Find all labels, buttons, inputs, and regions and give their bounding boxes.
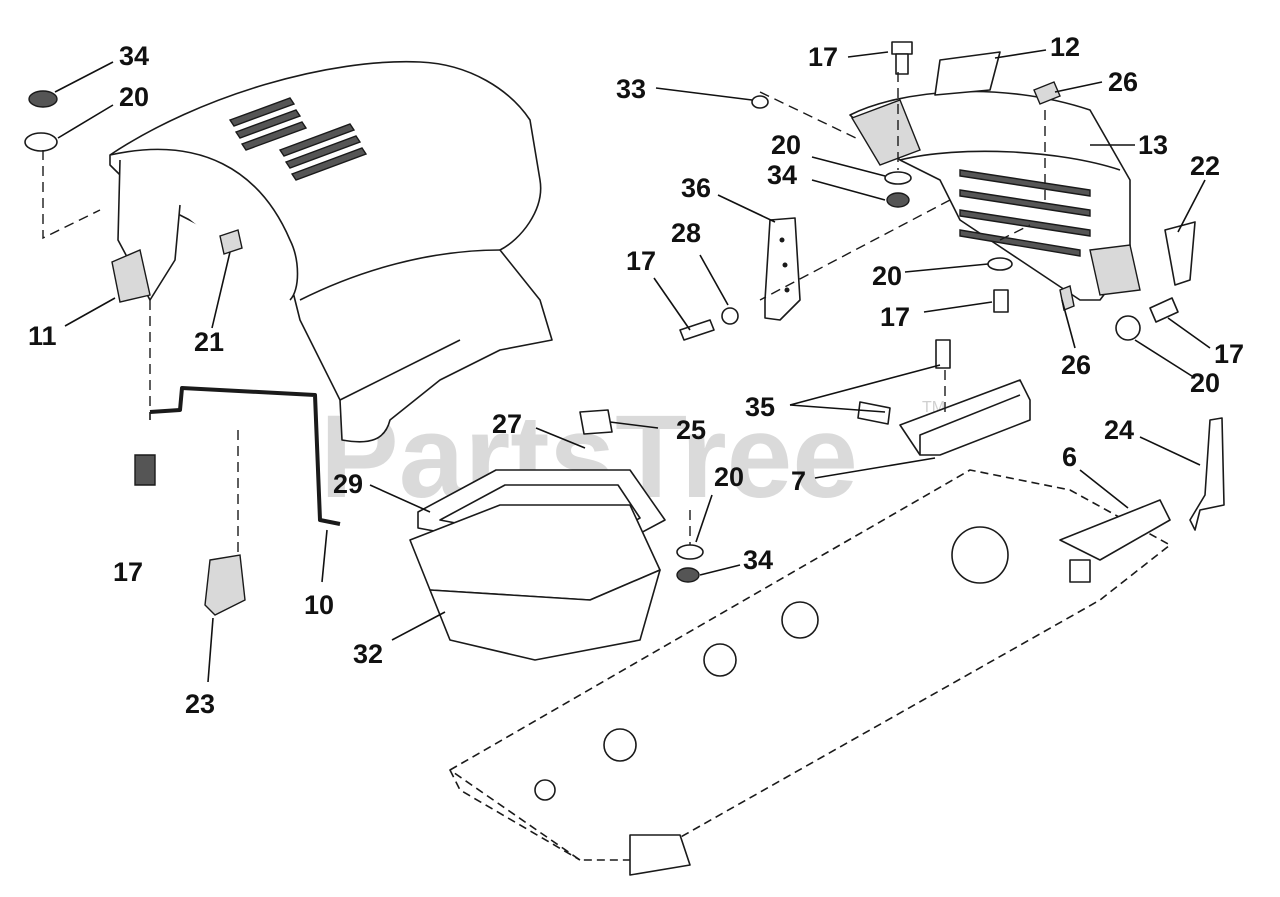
- nut-34-mid: [886, 192, 910, 208]
- nut-34-left: [28, 90, 58, 108]
- grille: [849, 51, 1196, 301]
- bracket-24: [1189, 417, 1225, 531]
- frame: [449, 469, 1171, 876]
- callout-17-right: 17: [880, 302, 910, 332]
- leader-lines: [54, 49, 1211, 683]
- callout-20-mid: 20: [771, 130, 801, 160]
- callout-27: 27: [492, 409, 522, 439]
- callout-17-far-left: 17: [626, 246, 656, 276]
- callout-17-far-right: 17: [1214, 339, 1244, 369]
- battery-box-32: [429, 569, 661, 661]
- bolt-35-horizontal: [857, 401, 891, 425]
- callout-34-mid: 34: [767, 160, 797, 190]
- callout-26-top: 26: [1108, 67, 1138, 97]
- bolt-17-top: [895, 53, 909, 75]
- clip-26-top: [1033, 81, 1061, 105]
- plate-12: [934, 51, 1001, 96]
- plate-25: [579, 409, 613, 435]
- callout-17-bottom-left: 17: [113, 557, 143, 587]
- callout-13: 13: [1138, 130, 1168, 160]
- battery-tray: [409, 409, 704, 661]
- bolt-17-far-left: [679, 319, 715, 341]
- callout-36: 36: [681, 173, 711, 203]
- washer-20-tray: [676, 544, 704, 560]
- callout-34-tray: 34: [743, 545, 773, 575]
- plug-33: [751, 95, 769, 109]
- callout-32: 32: [353, 639, 383, 669]
- grille-mount: [850, 99, 921, 166]
- callout-22: 22: [1190, 151, 1220, 181]
- bolt-17-right: [993, 289, 1009, 313]
- hood: [109, 60, 553, 443]
- bolt-17-far-right: [1149, 297, 1179, 323]
- hood-bracket-23: [204, 554, 246, 616]
- assembly-lines: [42, 72, 1046, 555]
- washer-20-left: [24, 132, 58, 152]
- callout-23: 23: [185, 689, 215, 719]
- callout-20-tray: 20: [714, 462, 744, 492]
- bracket-36: [764, 217, 801, 321]
- bolt-35-vertical: [935, 339, 951, 369]
- grille-bracket: [1089, 244, 1141, 296]
- left-hardware: [24, 90, 58, 152]
- callout-26-bottom: 26: [1061, 350, 1091, 380]
- callout-11: 11: [28, 321, 57, 351]
- nut-34-tray: [676, 567, 700, 583]
- callout-33: 33: [616, 74, 646, 104]
- plate-22: [1164, 221, 1196, 286]
- callout-29: 29: [333, 469, 363, 499]
- callout-24: 24: [1104, 415, 1134, 445]
- bracket-7: [899, 379, 1031, 456]
- clip-28: [721, 307, 739, 325]
- callout-7: 7: [791, 466, 806, 496]
- mid-hardware: [679, 41, 1179, 425]
- callout-6: 6: [1062, 442, 1077, 472]
- callout-17-top: 17: [808, 42, 838, 72]
- callout-labels: 34 20 11 21 17 23 10 17 12 33 26 13 20 3…: [28, 32, 1244, 719]
- callout-35: 35: [745, 392, 775, 422]
- callout-20-top-left: 20: [119, 82, 149, 112]
- hood-bar: [134, 386, 341, 616]
- axle-bracket-6: [1059, 499, 1171, 561]
- hood-bracket: [219, 229, 243, 255]
- callout-20-right: 20: [872, 261, 902, 291]
- callout-28: 28: [671, 218, 701, 248]
- callout-25: 25: [676, 415, 706, 445]
- washer-20-mid: [884, 171, 912, 185]
- callout-12: 12: [1050, 32, 1080, 62]
- headlight-lens: [111, 249, 151, 303]
- bolt-17-left: [134, 454, 156, 486]
- callout-21: 21: [194, 327, 224, 357]
- washer-20-far-right: [1115, 315, 1141, 341]
- callout-10: 10: [304, 590, 334, 620]
- callout-20-far-right: 20: [1190, 368, 1220, 398]
- callout-34-top-left: 34: [119, 41, 149, 71]
- washer-20-right: [987, 257, 1013, 271]
